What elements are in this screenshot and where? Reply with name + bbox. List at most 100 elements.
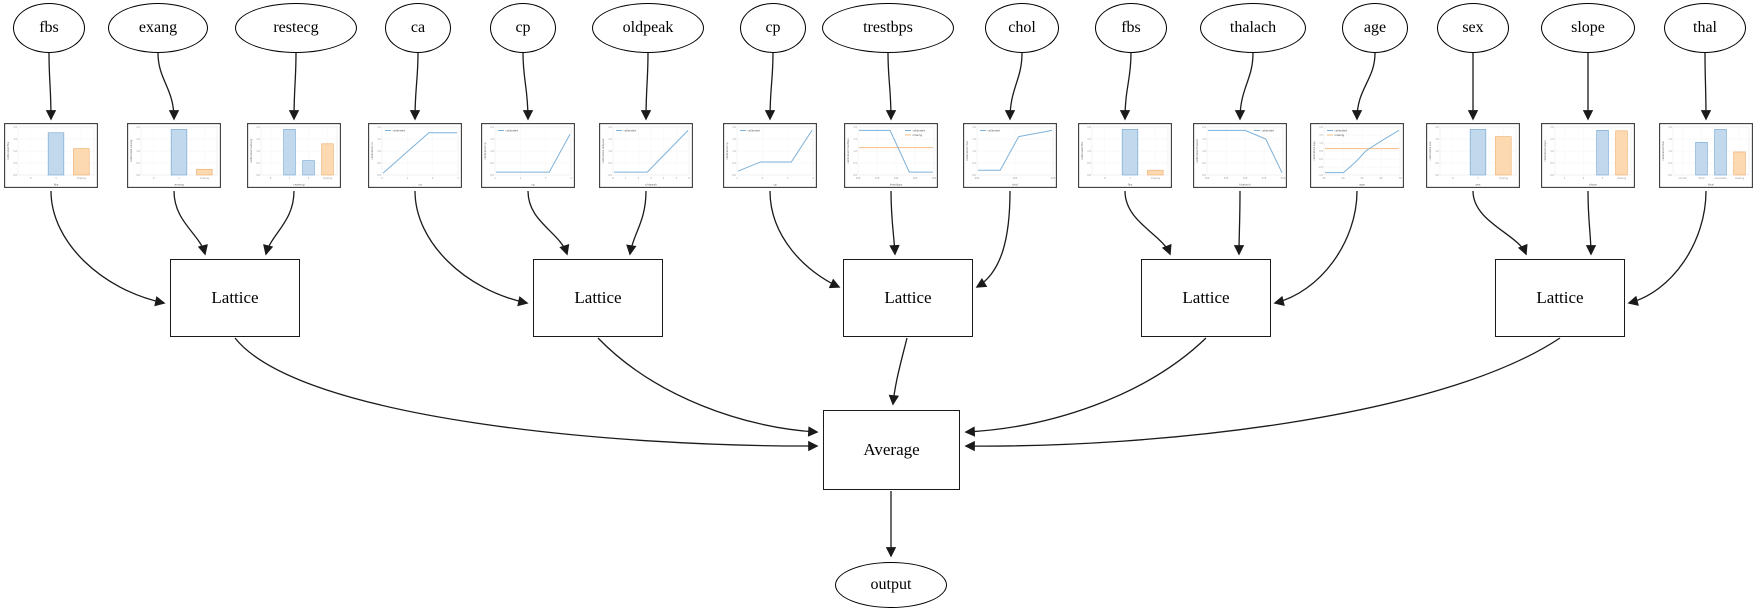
y-tick-label: -0.5: [1318, 166, 1323, 169]
y-tick-label: 1.5: [972, 138, 976, 141]
input-node-label: chol: [1008, 19, 1036, 36]
y-tick-label: 1.5: [377, 138, 381, 141]
lattice-node-0: Lattice: [170, 259, 300, 337]
x-tick-label: 1: [625, 177, 627, 180]
x-axis-label: cp: [531, 183, 535, 187]
y-tick-label: 0.0: [1087, 174, 1091, 177]
calibration-bar-missing: [73, 148, 90, 176]
y-tick-label: 0.5: [732, 162, 736, 165]
y-axis-label: calibrated cp: [483, 142, 487, 160]
edge-arrow: [1700, 52, 1712, 121]
input-node-fbs-0: fbs: [13, 3, 85, 53]
calibration-bar-calibrated: [47, 132, 65, 176]
edge-arrow: [234, 337, 819, 452]
input-node-label: exang: [138, 19, 178, 36]
y-tick-label: 1.0: [732, 150, 736, 153]
y-tick-label: 2.0: [1668, 126, 1672, 129]
edge-arrow: [1472, 190, 1528, 256]
x-tick-label: 400: [1051, 177, 1056, 180]
x-tick-label: missing: [1151, 177, 1161, 180]
calibration-line: [496, 133, 571, 173]
x-tick-label: missing: [77, 177, 87, 180]
y-tick-label: 1.5: [1668, 138, 1672, 141]
calibration-bar-calibrated: [1695, 142, 1708, 176]
x-tick-label: missing: [1499, 177, 1509, 180]
y-tick-label: 2.0: [1435, 126, 1439, 129]
y-axis-label: calibrated restecg: [249, 139, 253, 164]
y-axis-label: calibrated trestbps: [846, 138, 850, 164]
y-tick-label: 0.5: [1087, 162, 1091, 165]
y-tick-label: 2.0: [1087, 126, 1091, 129]
x-tick-label: 3: [650, 177, 652, 180]
x-tick-label: 0: [1452, 177, 1454, 180]
x-tick-label: missing: [1617, 177, 1627, 180]
x-tick-label: 4: [812, 177, 814, 180]
y-tick-label: 1.0: [608, 150, 612, 153]
y-tick-label: 2.0: [136, 126, 140, 129]
x-tick-label: 4: [570, 177, 572, 180]
x-tick-label: 60: [1379, 177, 1383, 180]
y-tick-label: 2.0: [1550, 126, 1554, 129]
x-tick-label: 1: [407, 177, 409, 180]
edge-arrow: [1585, 190, 1597, 256]
y-tick-label: 0.0: [1202, 174, 1206, 177]
y-tick-label: 0.5: [136, 162, 140, 165]
y-tick-label: 0.5: [972, 162, 976, 165]
legend-label-calibrated: calibrated: [506, 128, 519, 132]
y-tick-label: 1.0: [1319, 142, 1323, 145]
y-tick-label: 1.0: [972, 150, 976, 153]
calibration-line: [737, 130, 813, 172]
x-tick-label: 175: [1262, 177, 1267, 180]
x-axis-label: fbs: [54, 183, 59, 187]
x-tick-label: reversible: [1715, 177, 1727, 180]
y-tick-label: 1.0: [1087, 150, 1091, 153]
input-node-slope-13: slope: [1541, 3, 1635, 53]
y-tick-label: 1.0: [377, 150, 381, 153]
x-tick-label: 200: [1281, 177, 1286, 180]
x-tick-label: 1: [1564, 177, 1566, 180]
y-tick-label: 0.5: [1435, 162, 1439, 165]
y-axis-label: calibrated oldpeak: [601, 138, 605, 163]
y-tick-label: 0.5: [608, 162, 612, 165]
lattice-node-3: Lattice: [1141, 259, 1271, 337]
y-tick-label: 1.5: [732, 138, 736, 141]
y-axis-label: calibrated cp: [725, 142, 729, 160]
y-tick-label: 1.5: [490, 138, 494, 141]
legend-label-calibrated: calibrated: [748, 128, 761, 132]
average-node: Average: [823, 410, 960, 490]
edge-arrow: [888, 337, 908, 406]
y-tick-label: 1.5: [1550, 138, 1554, 141]
calibration-bar-calibrated: [302, 160, 315, 176]
x-tick-label: 0: [30, 177, 32, 180]
calibration-bar-calibrated: [1714, 129, 1727, 176]
edge-arrow: [527, 190, 570, 256]
x-axis-label: ca: [418, 183, 422, 187]
input-node-label: oldpeak: [622, 19, 674, 36]
y-axis-label: calibrated fbs: [1080, 141, 1084, 160]
calibration-bar-missing: [196, 168, 213, 176]
y-tick-label: 1.0: [256, 150, 260, 153]
edge-arrow: [640, 52, 652, 121]
x-axis-label: thalach: [1239, 183, 1250, 187]
y-tick-label: 1.0: [1435, 150, 1439, 153]
y-tick-label: 2.0: [13, 126, 17, 129]
calibration-bar-calibrated: [283, 129, 296, 176]
x-tick-label: 300: [1013, 177, 1018, 180]
x-tick-label: 100: [856, 177, 861, 180]
legend-label-calibrated: calibrated: [988, 128, 1001, 132]
calibration-bar-missing: [1495, 136, 1512, 176]
input-node-label: cp: [765, 19, 781, 36]
x-tick-label: 3: [545, 177, 547, 180]
